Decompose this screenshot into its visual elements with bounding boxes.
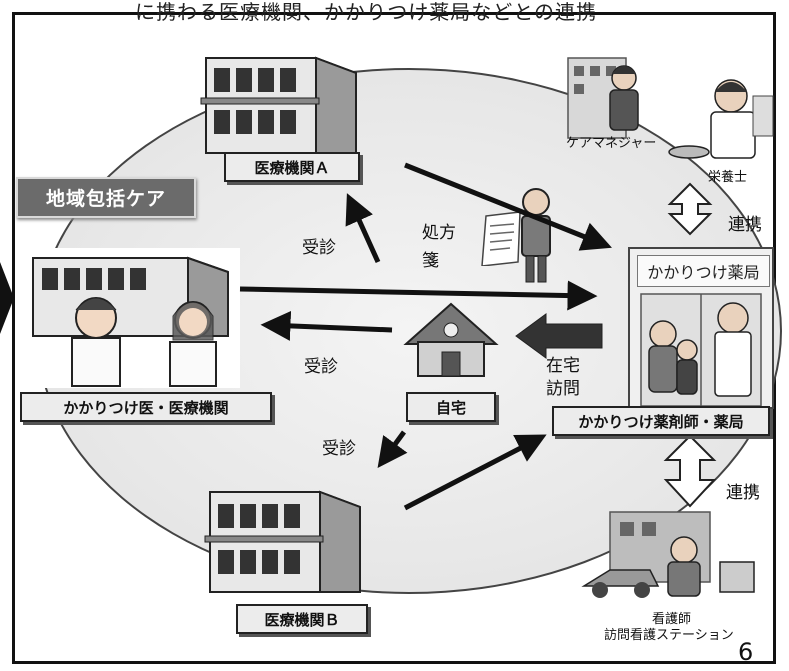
left-edge-arrow-icon — [0, 262, 14, 334]
hospital-b-label: 医療機関Ｂ — [236, 604, 368, 634]
prescription-label-line1: 処方 — [422, 223, 456, 243]
visiting-nurse-station-label: 訪問看護ステーション — [604, 628, 734, 643]
home-visit-label-line2: 訪問 — [546, 379, 580, 399]
area-badge: 地域包括ケア — [16, 177, 196, 218]
cooperation-label-bottom: 連携 — [726, 483, 760, 503]
family-doctor-clinic-icon — [18, 248, 240, 388]
page-number: 6 — [738, 638, 754, 666]
arrow-home-to-hospital-b — [377, 430, 408, 469]
family-doctor-label: かかりつけ医・医療機関 — [20, 392, 272, 422]
pharmacist-label: かかりつけ薬剤師・薬局 — [552, 406, 770, 436]
title-fragment: に携わる医療機関、かかりつけ薬局などとの連携 — [135, 1, 597, 23]
hospital-b-building-icon — [204, 490, 361, 593]
consult-label-doctor: 受診 — [304, 357, 338, 377]
dietitian-label: 栄養士 — [708, 170, 748, 185]
home-visit-label-line1: 在宅 — [546, 356, 580, 376]
consult-label-hospital-a: 受診 — [302, 238, 336, 258]
visiting-nurse-icon — [581, 511, 755, 598]
nurse-label: 看護師 — [652, 612, 692, 627]
arrow-doctor-to-pharmacy — [239, 280, 598, 311]
care-manager-icon — [567, 57, 639, 139]
elderly-patient-icon — [521, 188, 551, 283]
hospital-a-building-icon — [200, 56, 357, 154]
arrow-hospital-b-to-pharmacy — [403, 434, 547, 511]
hospital-a-label: 医療機関Ａ — [224, 152, 360, 182]
consult-label-hospital-b: 受診 — [322, 439, 356, 459]
pharmacy-sign: かかりつけ薬局 — [637, 255, 770, 287]
cooperation-top-arrow-icon — [667, 182, 713, 236]
care-manager-label: ケアマネジャー — [566, 136, 657, 151]
home-house-icon — [403, 302, 499, 377]
dietitian-icon — [668, 79, 774, 159]
home-label: 自宅 — [406, 392, 496, 422]
cooperation-bottom-arrow-icon — [663, 434, 717, 508]
cooperation-label-top: 連携 — [728, 215, 762, 235]
prescription-label-line2: 箋 — [422, 251, 439, 271]
arrow-home-to-hospital-a — [345, 193, 381, 264]
arrow-hospital-a-to-pharmacy — [404, 162, 612, 251]
prescription-paper-icon — [481, 212, 521, 266]
home-visit-arrow-icon — [515, 313, 603, 359]
arrow-home-to-doctor — [260, 310, 393, 341]
